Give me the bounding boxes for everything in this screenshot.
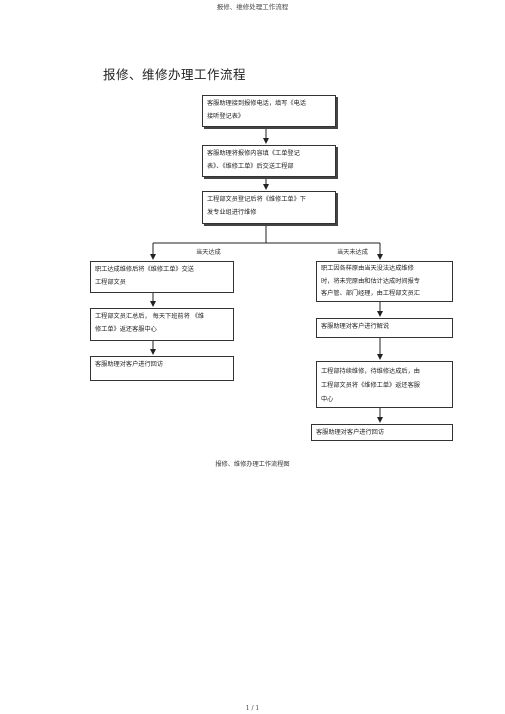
right-step-2-box: 客服助理对客户进行解说 xyxy=(316,318,453,338)
right-step-1-line-3: 客户管、部门经理，由工程部文员汇 xyxy=(321,290,420,297)
step-2-line-1: 客服助理将报修内容填《工单登记 xyxy=(207,150,300,157)
right-step-1-line-1: 职工因各样原由当天没法达成维修 xyxy=(321,265,414,272)
step-3-line-2: 发专业组进行维修 xyxy=(207,209,257,216)
page-header: 报修、维修处理工作流程 xyxy=(216,3,289,11)
right-step-3-line-1: 工程部持续维修，待维修达成后，由 xyxy=(321,368,420,375)
page-title: 报修、维修办理工作流程 xyxy=(103,67,247,82)
right-step-3-line-2: 工程部文员将《维修工单》返还客服 xyxy=(321,382,420,389)
right-step-3-box: 工程部持续维修，待维修达成后，由 工程部文员将《维修工单》返还客服 中心 xyxy=(316,361,453,408)
right-step-1-line-2: 时，将未完原由和估计达成时间报专 xyxy=(321,277,420,285)
branch-label-not-same-day: 当天未达成 xyxy=(337,249,368,256)
left-step-3-line-1: 客服助理对客户进行回访 xyxy=(95,361,164,368)
figure-caption: 报修、维修办理工作流程图 xyxy=(215,461,290,468)
left-step-1-line-2: 工程部文员 xyxy=(95,279,126,286)
left-step-1-box: 职工达成维修后将《维修工单》交送 工程部文员 xyxy=(90,261,234,293)
step-1-box: 客服助理接到报修电话，填写《电话 接听登记表》 xyxy=(202,95,336,127)
right-step-4-line-1: 客服助理对客户进行回访 xyxy=(316,429,385,436)
right-step-1-box: 职工因各样原由当天没法达成维修 时，将未完原由和估计达成时间报专 客户管、部门经… xyxy=(316,261,453,302)
left-step-3-box: 客服助理对客户进行回访 xyxy=(90,356,234,381)
step-1-line-1: 客服助理接到报修电话，填写《电话 xyxy=(207,100,306,107)
left-step-2-line-2: 修工单》返还客服中心 xyxy=(95,326,157,333)
step-2-box: 客服助理将报修内容填《工单登记 表》、《维修工单》后交送工程部 xyxy=(202,145,336,177)
step-2-line-2: 表》、《维修工单》后交送工程部 xyxy=(207,163,294,170)
branch-label-same-day: 当天达成 xyxy=(196,249,221,256)
page-number: 1 / 1 xyxy=(245,705,260,712)
step-3-line-1: 工程部文员登记后将《维修工单》下 xyxy=(207,196,306,203)
left-step-2-box: 工程部文员汇总后， 每天下班前将 《维 修工单》返还客服中心 xyxy=(90,308,234,341)
right-step-3-line-3: 中心 xyxy=(321,396,334,403)
step-3-box: 工程部文员登记后将《维修工单》下 发专业组进行维修 xyxy=(202,191,336,224)
left-step-1-line-1: 职工达成维修后将《维修工单》交送 xyxy=(95,266,194,273)
step-1-line-2: 接听登记表》 xyxy=(207,113,245,120)
right-step-4-box: 客服助理对客户进行回访 xyxy=(311,424,453,441)
left-step-2-line-1: 工程部文员汇总后， 每天下班前将 《维 xyxy=(95,313,205,320)
right-step-2-line-1: 客服助理对客户进行解说 xyxy=(321,323,390,330)
